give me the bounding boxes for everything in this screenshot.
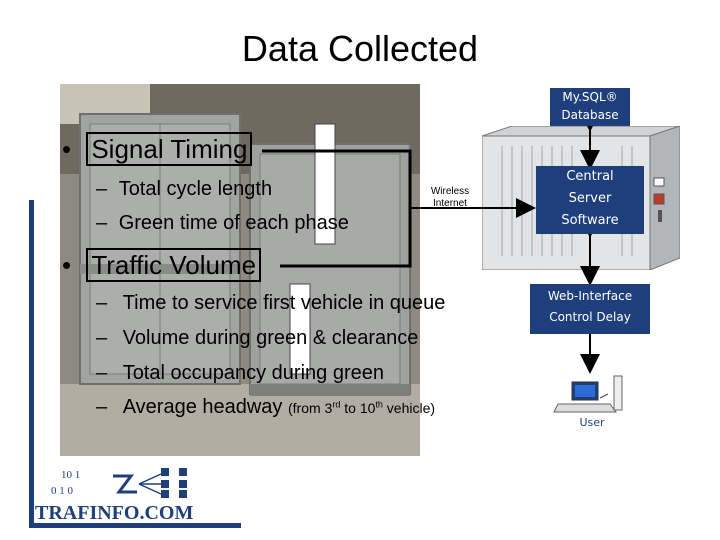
bottom-accent-bar — [29, 523, 241, 528]
svg-text:0 1 0: 0 1 0 — [51, 485, 74, 497]
mysql-database-label: My.SQL® Database — [550, 88, 630, 126]
user-computer-icon — [552, 372, 632, 416]
bullet-sub: – Total occupancy during green — [96, 362, 384, 385]
logo-text: TRAFINFO.COM — [35, 502, 194, 524]
dash: – — [96, 396, 108, 418]
signal-timing-label: Signal Timing — [86, 132, 253, 166]
traffic-cabinet-photo — [60, 84, 420, 456]
bullet-signal-timing: • Signal Timing — [62, 132, 253, 166]
svg-text:10 1: 10 1 — [61, 469, 80, 481]
bullet-dot: • — [62, 250, 72, 280]
bullet-sub: – Green time of each phase — [96, 212, 349, 235]
dash: – — [96, 362, 108, 384]
left-accent-bar — [29, 200, 34, 528]
dash: – — [96, 178, 108, 200]
central-server-label: Central Server Software — [536, 166, 644, 234]
trafinfo-logo: 10 1 0 1 0 TRAFINFO.COM — [35, 466, 197, 524]
dash: – — [96, 212, 108, 234]
sub-text: Volume during green & clearance — [122, 327, 419, 349]
sub-text: Total cycle length — [118, 178, 273, 200]
wireless-internet-label: Wireless Internet — [430, 186, 470, 209]
sub-text: Time to service first vehicle in queue — [122, 292, 446, 314]
bullet-sub: – Volume during green & clearance — [96, 327, 418, 350]
bullet-sub: – Time to service first vehicle in queue — [96, 292, 445, 315]
bullet-traffic-volume: • Traffic Volume — [62, 248, 262, 282]
web-interface-label: Web-Interface Control Delay — [530, 284, 650, 334]
sub-text: Green time of each phase — [118, 212, 349, 234]
bullet-dot: • — [62, 134, 72, 164]
sub-text: Total occupancy during green — [122, 362, 384, 384]
dash: – — [96, 327, 108, 349]
user-label: User — [579, 416, 605, 429]
slide-title: Data Collected — [241, 28, 479, 69]
headway-note: (from 3rd to 10th vehicle) — [288, 399, 436, 416]
bullet-sub: – Average headway (from 3rd to 10th vehi… — [96, 396, 435, 419]
dash: – — [96, 292, 108, 314]
traffic-volume-label: Traffic Volume — [86, 248, 262, 282]
sub-text: Average headway — [122, 396, 283, 418]
bullet-sub: – Total cycle length — [96, 178, 272, 201]
